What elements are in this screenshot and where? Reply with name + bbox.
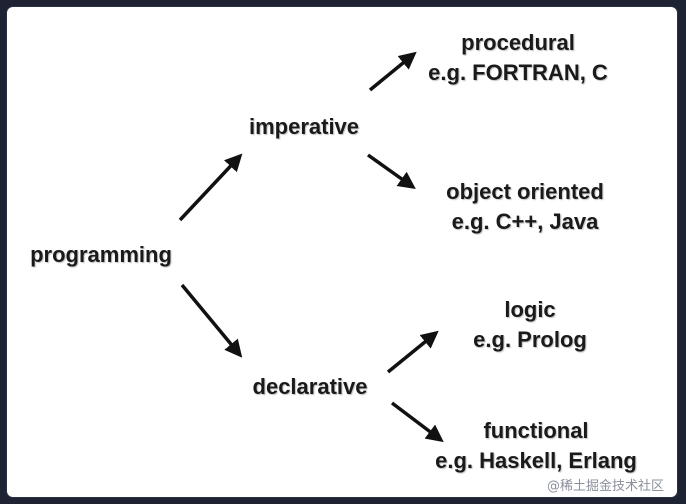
node-example: e.g. Prolog	[473, 327, 587, 352]
node-programming: programming	[22, 240, 180, 270]
node-functional: functional e.g. Haskell, Erlang	[420, 416, 652, 476]
node-logic: logic e.g. Prolog	[450, 295, 610, 355]
node-label: object oriented	[446, 179, 604, 204]
arrow-imperative-to-object-oriented	[366, 153, 416, 190]
node-example: e.g. C++, Java	[451, 209, 599, 234]
node-declarative: declarative	[240, 372, 380, 402]
node-label: imperative	[248, 114, 360, 139]
arrow-declarative-to-logic	[386, 330, 439, 374]
node-label: programming	[30, 242, 172, 267]
arrow-imperative-to-procedural	[368, 51, 417, 92]
node-label: logic	[504, 297, 556, 322]
diagram-panel	[7, 7, 677, 497]
node-label: functional	[483, 418, 589, 443]
arrow-programming-to-imperative	[178, 153, 243, 222]
node-imperative: imperative	[238, 112, 370, 142]
watermark: @稀土掘金技术社区	[546, 479, 664, 494]
node-procedural: procedural e.g. FORTRAN, C	[420, 28, 616, 88]
node-label: procedural	[461, 30, 575, 55]
node-object-oriented: object oriented e.g. C++, Java	[430, 177, 620, 237]
node-example: e.g. Haskell, Erlang	[435, 448, 637, 473]
arrow-programming-to-declarative	[180, 283, 243, 358]
arrow-declarative-to-functional	[390, 401, 444, 443]
node-example: e.g. FORTRAN, C	[428, 60, 608, 85]
node-label: declarative	[252, 374, 368, 399]
